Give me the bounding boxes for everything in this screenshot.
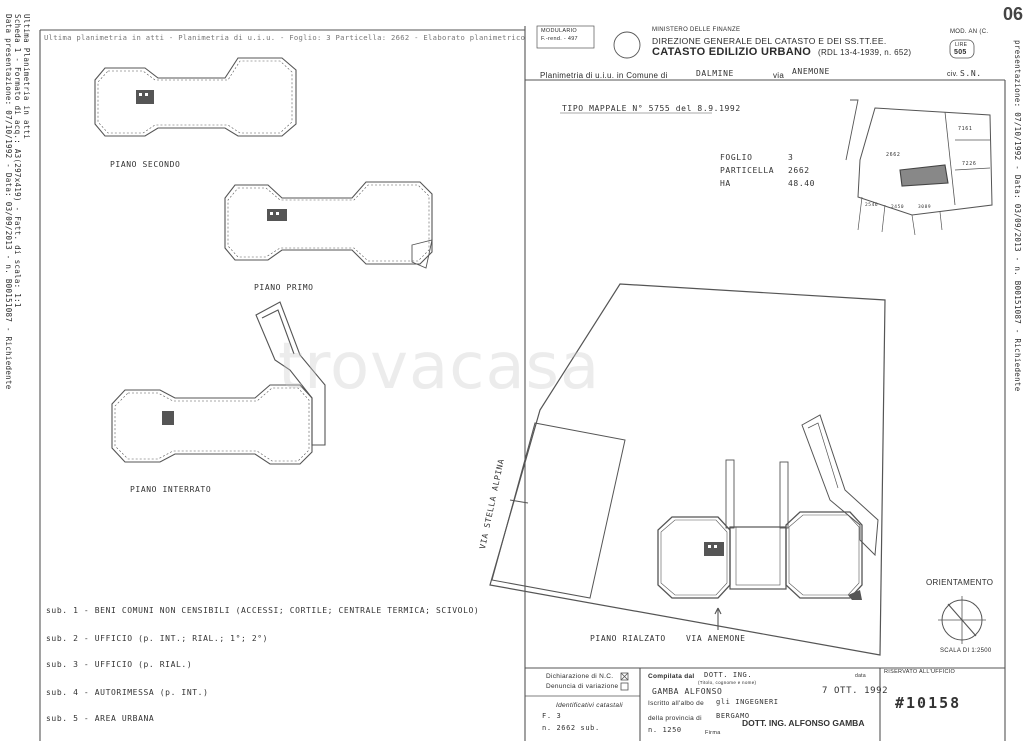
map-label-2546: 2546 [865, 203, 879, 208]
sub-3: sub. 3 - UFFICIO (p. RIAL.) [46, 660, 193, 669]
data-value: 7 OTT. 1992 [822, 686, 889, 696]
signature-stamp: DOTT. ING. ALFONSO GAMBA [742, 718, 865, 728]
lire-label: LIRE [955, 42, 968, 48]
map-label-3089: 3089 [918, 205, 932, 210]
catasto-title: CATASTO EDILIZIO URBANO [652, 46, 812, 58]
foglio-label: FOGLIO [720, 153, 753, 162]
via-label: via [773, 71, 785, 80]
foglio-value: 3 [788, 153, 794, 162]
tipo-mappale: TIPO MAPPALE N° 5755 del 8.9.1992 [562, 104, 741, 113]
mod-label: MOD. AN (C. [950, 29, 989, 35]
sub-5: sub. 5 - AREA URBANA [46, 714, 155, 723]
label-piano-interrato: PIANO INTERRATO [130, 485, 212, 494]
direction-label: DIREZIONE GENERALE DEL CATASTO E DEI SS.… [652, 36, 887, 46]
sub-1: sub. 1 - BENI COMUNI NON CENSIBILI (ACCE… [46, 606, 480, 615]
via-value: ANEMONE [792, 67, 830, 76]
left-margin-line1: Data presentazione: 07/10/1992 - Data: 0… [4, 14, 13, 390]
orientamento-label: ORIENTAMENTO [926, 578, 994, 587]
left-margin-line2: Scheda 1 - Formato di acq.: A3(297x419) … [13, 14, 22, 308]
ha-label: HA [720, 179, 731, 188]
modulario-label: MODULARIO [541, 28, 578, 34]
firma-label: Firma [705, 730, 721, 736]
right-margin-line1: presentazione: 07/10/1992 - Data: 03/09/… [1013, 40, 1022, 392]
modulario-code: F.-rend. - 497 [541, 36, 578, 42]
denuncia-label: Denuncia di variazione [546, 683, 619, 690]
riservato-label: RISERVATO ALL'UFFICIO [884, 669, 956, 675]
label-via-anemone: VIA ANEMONE [686, 634, 746, 643]
label-piano-primo: PIANO PRIMO [254, 283, 314, 292]
map-label-2450: 2450 [891, 205, 905, 210]
sub-4: sub. 4 - AUTORIMESSA (p. INT.) [46, 688, 209, 697]
identificativi-label: Identificativi catastali [556, 702, 623, 709]
compilata-value: DOTT. ING. [704, 671, 753, 679]
corner-number: 06 [1003, 4, 1024, 24]
iscritto-label: Iscritto all'albo de [648, 700, 705, 707]
label-piano-rialzato: PIANO RIALZATO [590, 634, 666, 643]
comune-value: DALMINE [696, 69, 734, 78]
label-piano-secondo: PIANO SECONDO [110, 160, 181, 169]
data-label: data [855, 673, 866, 679]
civ-label: civ. [947, 71, 959, 78]
watermark-text: trovacasa [278, 330, 601, 404]
protocol-number: #10158 [895, 694, 962, 712]
dichiarazione-label: Dichiarazione di N.C. [546, 673, 614, 680]
lire-value: 505 [954, 49, 967, 56]
provincia-label: della provincia di [648, 715, 702, 722]
particella-value: 2662 [788, 166, 810, 175]
foglio-f-value: F. 3 [542, 712, 562, 720]
planimetria-label: Planimetria di u.i.u. in Comune di [540, 71, 668, 80]
left-margin-line3: Ultima Planimetria in atti [22, 14, 31, 140]
ha-value: 48.40 [788, 179, 816, 188]
compilata-label: Compilata dal [648, 673, 695, 680]
iscritto-value: gli INGEGNERI [716, 698, 779, 706]
civ-value: S.N. [960, 69, 982, 78]
provincia-value: BERGAMO [716, 712, 750, 720]
top-strip-text: Ultima planimetria in atti - Planimetria… [44, 33, 526, 42]
titolo-note: (Titolo, cognome e nome) [698, 680, 757, 685]
scala-label: SCALA DI 1:2500 [940, 648, 992, 654]
name-value: GAMBA ALFONSO [652, 687, 723, 696]
ministry-label: MINISTERO DELLE FINANZE [652, 27, 741, 33]
map-label-7161: 7161 [958, 126, 973, 132]
map-label-2662: 2662 [886, 152, 901, 158]
numero-value: n. 2662 sub. [542, 724, 600, 732]
particella-label: PARTICELLA [720, 166, 775, 175]
sub-2: sub. 2 - UFFICIO (p. INT.; RIAL.; 1°; 2°… [46, 634, 269, 643]
state-emblem-icon [619, 37, 635, 53]
map-label-7226: 7226 [962, 161, 977, 167]
rdl-label: (RDL 13-4-1939, n. 652) [818, 48, 912, 57]
numero-albo: n. 1250 [648, 726, 682, 734]
